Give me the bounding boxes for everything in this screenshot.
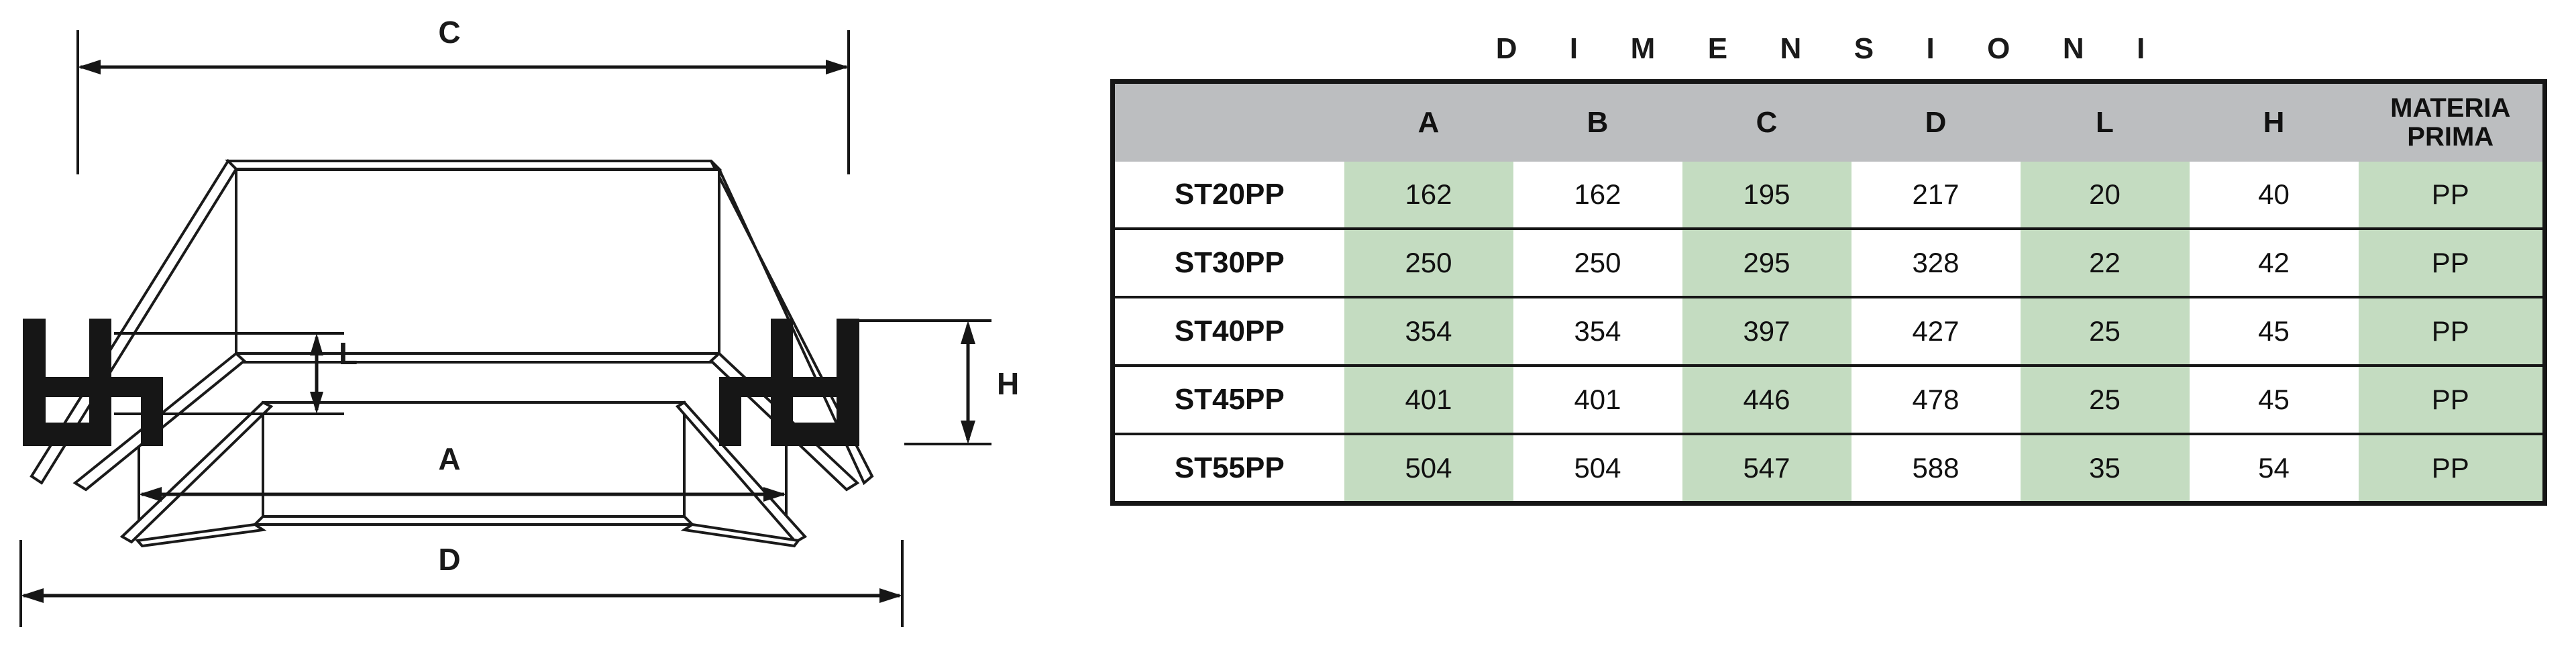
dimension-table-panel: D I M E N S I O N I A B C D L H xyxy=(1110,0,2547,660)
cell-h: 45 xyxy=(2189,364,2359,434)
cell-material: PP xyxy=(2358,162,2545,229)
table-row: ST45PP 401 401 446 478 25 45 PP xyxy=(1112,364,2545,434)
cell-c: 446 xyxy=(1682,364,1851,434)
cell-material: PP xyxy=(2358,364,2545,434)
cell-d: 588 xyxy=(1851,433,2021,504)
technical-drawing-svg: C xyxy=(19,15,1019,627)
cell-c: 295 xyxy=(1682,227,1851,297)
table-row: ST20PP 162 162 195 217 20 40 PP xyxy=(1112,162,2545,229)
dimension-c: C xyxy=(78,15,849,74)
column-header-l: L xyxy=(2020,81,2190,162)
cell-b: 401 xyxy=(1513,364,1682,434)
cell-c: 547 xyxy=(1682,433,1851,504)
cell-d: 478 xyxy=(1851,364,2021,434)
cell-material: PP xyxy=(2358,296,2545,366)
cell-material: PP xyxy=(2358,227,2545,297)
column-header-b: B xyxy=(1513,81,1682,162)
dimension-label-l: L xyxy=(339,336,358,371)
dimensions-table: A B C D L H MATERIA PRIMA ST20PP 162 162 xyxy=(1110,79,2547,506)
dimension-a: A xyxy=(139,441,786,502)
table-head: A B C D L H MATERIA PRIMA xyxy=(1112,81,2545,162)
cell-b: 354 xyxy=(1513,296,1682,366)
cell-a: 162 xyxy=(1344,162,1513,229)
cell-l: 22 xyxy=(2020,227,2190,297)
column-header-h: H xyxy=(2189,81,2359,162)
column-header-d: D xyxy=(1851,81,2021,162)
column-header-model xyxy=(1112,81,1344,162)
lid-profile-outline xyxy=(30,158,874,548)
table-body: ST20PP 162 162 195 217 20 40 PP ST30PP 2… xyxy=(1112,162,2545,504)
cell-a: 504 xyxy=(1344,433,1513,504)
cell-a: 354 xyxy=(1344,296,1513,366)
cell-model: ST45PP xyxy=(1112,364,1344,434)
cell-c: 397 xyxy=(1682,296,1851,366)
dimension-h: H xyxy=(844,319,1019,445)
cell-b: 162 xyxy=(1513,162,1682,229)
cell-h: 54 xyxy=(2189,433,2359,504)
dimension-label-h: H xyxy=(997,366,1019,401)
cell-model: ST30PP xyxy=(1112,227,1344,297)
column-header-c: C xyxy=(1682,81,1851,162)
cell-model: ST40PP xyxy=(1112,296,1344,366)
cell-l: 35 xyxy=(2020,433,2190,504)
left-foot-profile xyxy=(23,319,163,446)
dimension-label-c: C xyxy=(438,15,460,50)
cell-h: 45 xyxy=(2189,296,2359,366)
cell-a: 250 xyxy=(1344,227,1513,297)
dimension-label-d: D xyxy=(438,542,460,577)
cell-l: 25 xyxy=(2020,364,2190,434)
cell-l: 20 xyxy=(2020,162,2190,229)
column-header-a: A xyxy=(1344,81,1513,162)
cell-model: ST55PP xyxy=(1112,433,1344,504)
table-title: D I M E N S I O N I xyxy=(1495,32,2157,65)
material-head-line2: PRIMA xyxy=(2407,122,2494,152)
cell-material: PP xyxy=(2358,433,2545,504)
cell-b: 250 xyxy=(1513,227,1682,297)
cell-h: 42 xyxy=(2189,227,2359,297)
cell-model: ST20PP xyxy=(1112,162,1344,229)
dimension-d: D xyxy=(21,542,902,603)
dimension-label-a: A xyxy=(438,441,460,476)
cell-b: 504 xyxy=(1513,433,1682,504)
right-foot-profile xyxy=(719,319,859,446)
dimension-l: L xyxy=(114,332,358,415)
table-row: ST40PP 354 354 397 427 25 45 PP xyxy=(1112,296,2545,366)
cell-c: 195 xyxy=(1682,162,1851,229)
cell-l: 25 xyxy=(2020,296,2190,366)
material-head-line1: MATERIA xyxy=(2390,93,2511,123)
cell-h: 40 xyxy=(2189,162,2359,229)
cell-d: 217 xyxy=(1851,162,2021,229)
column-header-material: MATERIA PRIMA xyxy=(2358,81,2545,162)
table-header-row: A B C D L H MATERIA PRIMA xyxy=(1112,81,2545,162)
witness-lines xyxy=(19,30,904,627)
technical-drawing-panel: C xyxy=(0,0,1073,660)
cell-d: 427 xyxy=(1851,296,2021,366)
table-row: ST55PP 504 504 547 588 35 54 PP xyxy=(1112,433,2545,504)
cell-a: 401 xyxy=(1344,364,1513,434)
table-row: ST30PP 250 250 295 328 22 42 PP xyxy=(1112,227,2545,297)
cell-d: 328 xyxy=(1851,227,2021,297)
